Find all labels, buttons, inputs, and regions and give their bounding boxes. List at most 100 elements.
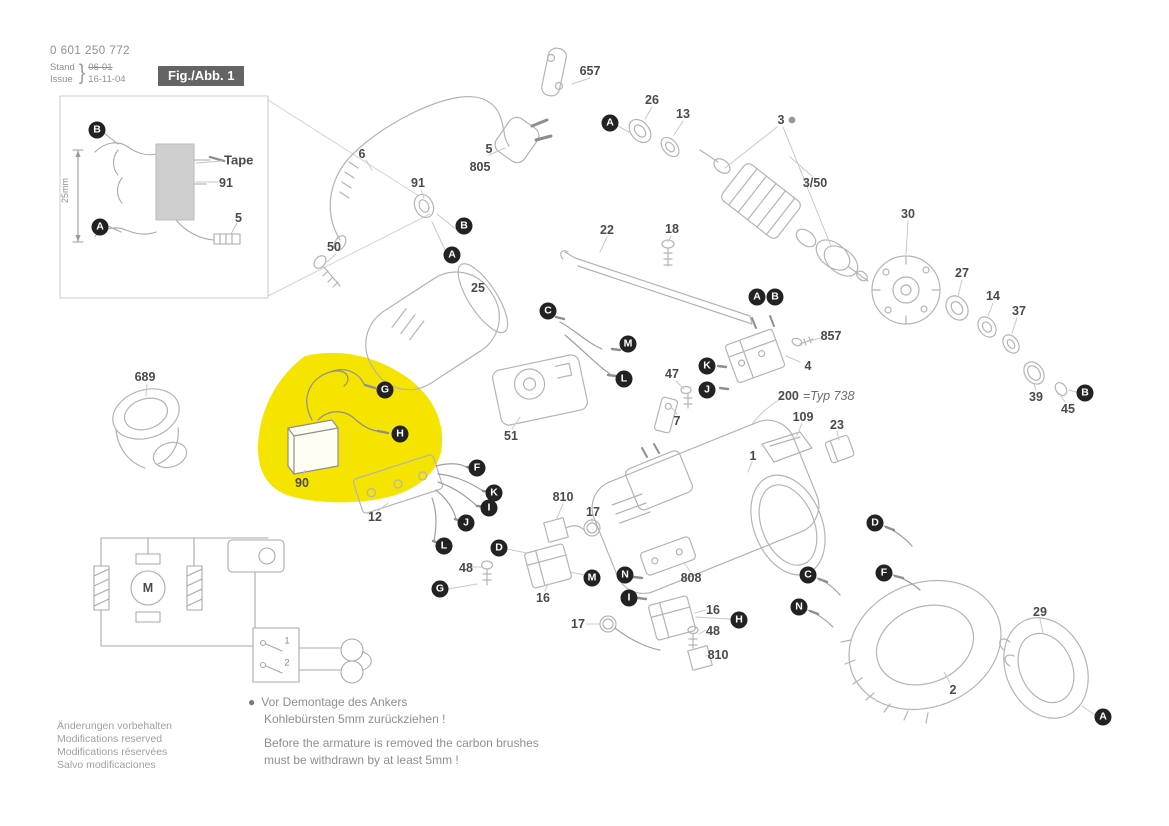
part-label-17: 17 <box>571 617 585 631</box>
part-label-16: 16 <box>536 591 550 605</box>
screw-857-drawing <box>791 336 814 347</box>
armature-drawing <box>699 149 869 282</box>
field-25-drawing <box>365 263 509 391</box>
deflector-109-drawing <box>761 431 813 463</box>
letter-badge-n: N <box>790 598 808 616</box>
figure-label: Fig./Abb. 1 <box>158 66 245 86</box>
part-label-810: 810 <box>552 490 574 504</box>
part-label-91: 91 <box>411 176 425 190</box>
footnote-de-line1: ● Vor Demontage des Ankers <box>248 694 539 711</box>
letter-badge-b: B <box>88 121 106 139</box>
governor-51-drawing <box>492 354 588 426</box>
letter-badge-d: D <box>866 514 884 532</box>
letter-badge-f: F <box>875 564 893 582</box>
letter-badge-i: I <box>620 589 638 607</box>
letter-badge-m: M <box>619 335 637 353</box>
letter-badge-h: H <box>730 611 748 629</box>
legal-block: Änderungen vorbehalten Modifications res… <box>57 720 172 772</box>
legal-line-en: Modifications reserved <box>57 733 163 745</box>
part-label-200: 200 <box>778 389 799 403</box>
bracket-657-drawing <box>541 47 567 97</box>
document-number: 0 601 250 772 <box>50 45 131 57</box>
letter-badge-b: B <box>1076 384 1094 402</box>
part-label-25: 25 <box>471 281 485 295</box>
legal-line-de: Änderungen vorbehalten <box>57 720 173 732</box>
letter-badge-m: M <box>583 569 601 587</box>
dimension-label: 25mm <box>60 178 70 204</box>
part-label-2: 2 <box>949 683 957 697</box>
part-label-27: 27 <box>955 266 969 280</box>
capacitor-90-drawing <box>287 369 390 475</box>
switch-block-drawing <box>724 315 786 384</box>
letter-badge-j: J <box>698 381 716 399</box>
screw-47-drawing <box>680 385 693 409</box>
part-label-657: 657 <box>579 64 601 78</box>
revision-brace: } <box>78 61 86 86</box>
part-label-5: 5 <box>485 142 493 156</box>
screw-18-drawing <box>661 239 675 267</box>
footnote-en-line2: must be withdrawn by at least 5mm ! <box>264 753 459 767</box>
legal-line-fr: Modifications réservées <box>57 746 168 758</box>
footnote-bullet: ● <box>248 695 256 709</box>
stand-value: 06-01 <box>88 62 113 73</box>
end-cap-29-drawing <box>999 617 1089 719</box>
letter-badge-b: B <box>455 217 473 235</box>
letter-badge-g: G <box>431 580 449 598</box>
part-label-5-inset: 5 <box>235 211 242 225</box>
crimp-terminal-ticks <box>554 315 905 616</box>
letter-badge-a: A <box>748 288 766 306</box>
part-label-51: 51 <box>504 429 518 443</box>
part-label-810: 810 <box>707 648 729 662</box>
part-label-23: 23 <box>830 418 844 432</box>
part-label-18: 18 <box>665 222 679 236</box>
letter-badge-a: A <box>601 114 619 132</box>
part-label-3/50: 3/50 <box>802 176 828 190</box>
highlight-region <box>258 352 443 503</box>
letter-badge-c: C <box>799 566 817 584</box>
stator-2-drawing <box>840 579 1002 724</box>
letter-badge-h: H <box>391 425 409 443</box>
part-label-29: 29 <box>1033 605 1047 619</box>
part-label-47: 47 <box>665 367 679 381</box>
letter-badge-a: A <box>91 218 109 236</box>
part-label-14: 14 <box>986 289 1000 303</box>
part-label-16: 16 <box>706 603 720 617</box>
bearing-flange-drawing <box>871 255 941 325</box>
part-label-12: 12 <box>368 510 382 524</box>
part-label-2: 2 <box>284 657 290 669</box>
letter-badge-k: K <box>698 357 716 375</box>
part-label-805: 805 <box>469 160 491 174</box>
letter-badge-j: J <box>457 514 475 532</box>
part-label-3: 3 <box>777 113 785 127</box>
part-label-17: 17 <box>586 505 600 519</box>
letter-badge-a: A <box>1094 708 1112 726</box>
part-label-91-inset: 91 <box>219 176 233 190</box>
letter-badge-d: D <box>490 539 508 557</box>
cable-drawing <box>329 96 553 251</box>
letter-badge-l: L <box>615 370 633 388</box>
legal-line-es: Salvo modificaciones <box>57 759 156 771</box>
wiring-schematic-drawing <box>93 537 372 684</box>
part-label-26: 26 <box>645 93 659 107</box>
grommet-drawing <box>413 193 435 219</box>
footnote-de-text1: Vor Demontage des Ankers <box>261 695 408 709</box>
part-label-39: 39 <box>1029 390 1043 404</box>
lever-rod-drawing <box>560 250 753 325</box>
letter-badge-i: I <box>480 499 498 517</box>
inset-projection-lines <box>267 99 431 297</box>
letter-badge-b: B <box>766 288 784 306</box>
part-label-22: 22 <box>600 223 614 237</box>
part-label-6: 6 <box>358 147 366 161</box>
part-label-808: 808 <box>680 571 702 585</box>
part-label-1: 1 <box>749 449 757 463</box>
type-reference-label: 200=Typ 738 <box>778 387 854 405</box>
part-label-M: M <box>142 581 154 595</box>
revision-values: 06-01 16-11-04 <box>88 62 125 86</box>
type-designation: =Typ 738 <box>802 389 855 403</box>
revision-block: Stand Issue } 06-01 16-11-04 <box>50 61 126 86</box>
part-label-90: 90 <box>295 476 309 490</box>
part-label-45: 45 <box>1061 402 1075 416</box>
part-label-109: 109 <box>792 410 814 424</box>
